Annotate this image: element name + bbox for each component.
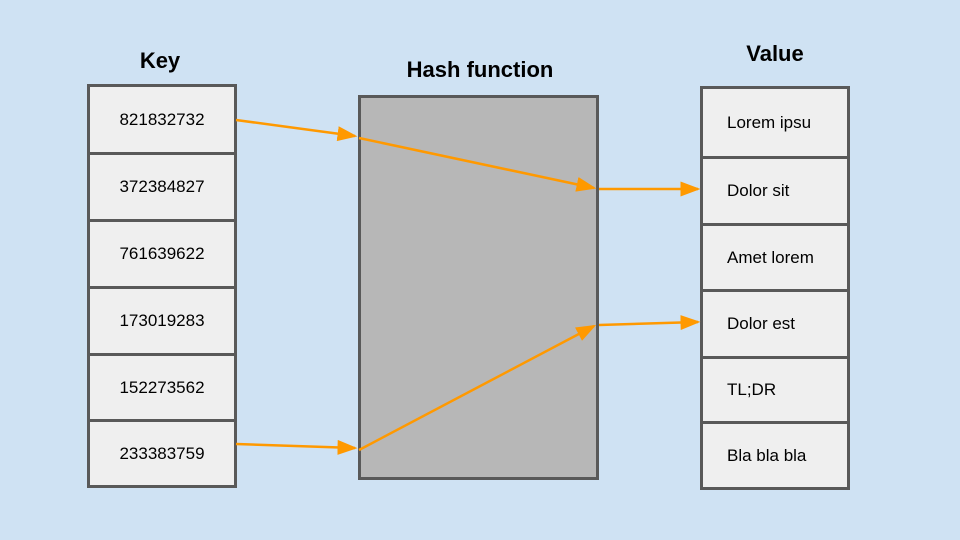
value-cell: Amet lorem bbox=[703, 226, 847, 292]
key-column-heading: Key bbox=[139, 48, 181, 73]
key-cell: 372384827 bbox=[90, 155, 234, 222]
value-column-heading: Value bbox=[746, 41, 804, 66]
arrow-hash-internal-top bbox=[358, 136, 597, 192]
key-cell: 761639622 bbox=[90, 222, 234, 289]
value-cell: TL;DR bbox=[703, 359, 847, 424]
key-cell: 173019283 bbox=[90, 289, 234, 356]
key-cell: 152273562 bbox=[90, 356, 234, 422]
value-cell: Dolor sit bbox=[703, 159, 847, 226]
arrow-hash-to-value-bottom bbox=[598, 315, 701, 331]
arrow-hash-internal-bottom bbox=[358, 324, 597, 452]
arrow-key-to-hash-bottom bbox=[235, 439, 358, 455]
value-column: Lorem ipsu Dolor sit Amet lorem Dolor es… bbox=[700, 86, 850, 490]
key-cell: 233383759 bbox=[119, 443, 205, 463]
value-cell: Lorem ipsu bbox=[703, 89, 847, 159]
value-cell: Bla bla bla bbox=[727, 445, 807, 465]
hash-function-box bbox=[358, 95, 599, 480]
key-cell: 821832732 bbox=[90, 87, 234, 155]
arrow-key-to-hash-top bbox=[235, 118, 358, 142]
value-cell: Dolor est bbox=[703, 292, 847, 359]
key-column: 821832732 372384827 761639622 173019283 … bbox=[87, 84, 237, 488]
hash-function-heading: Hash function bbox=[406, 57, 554, 82]
